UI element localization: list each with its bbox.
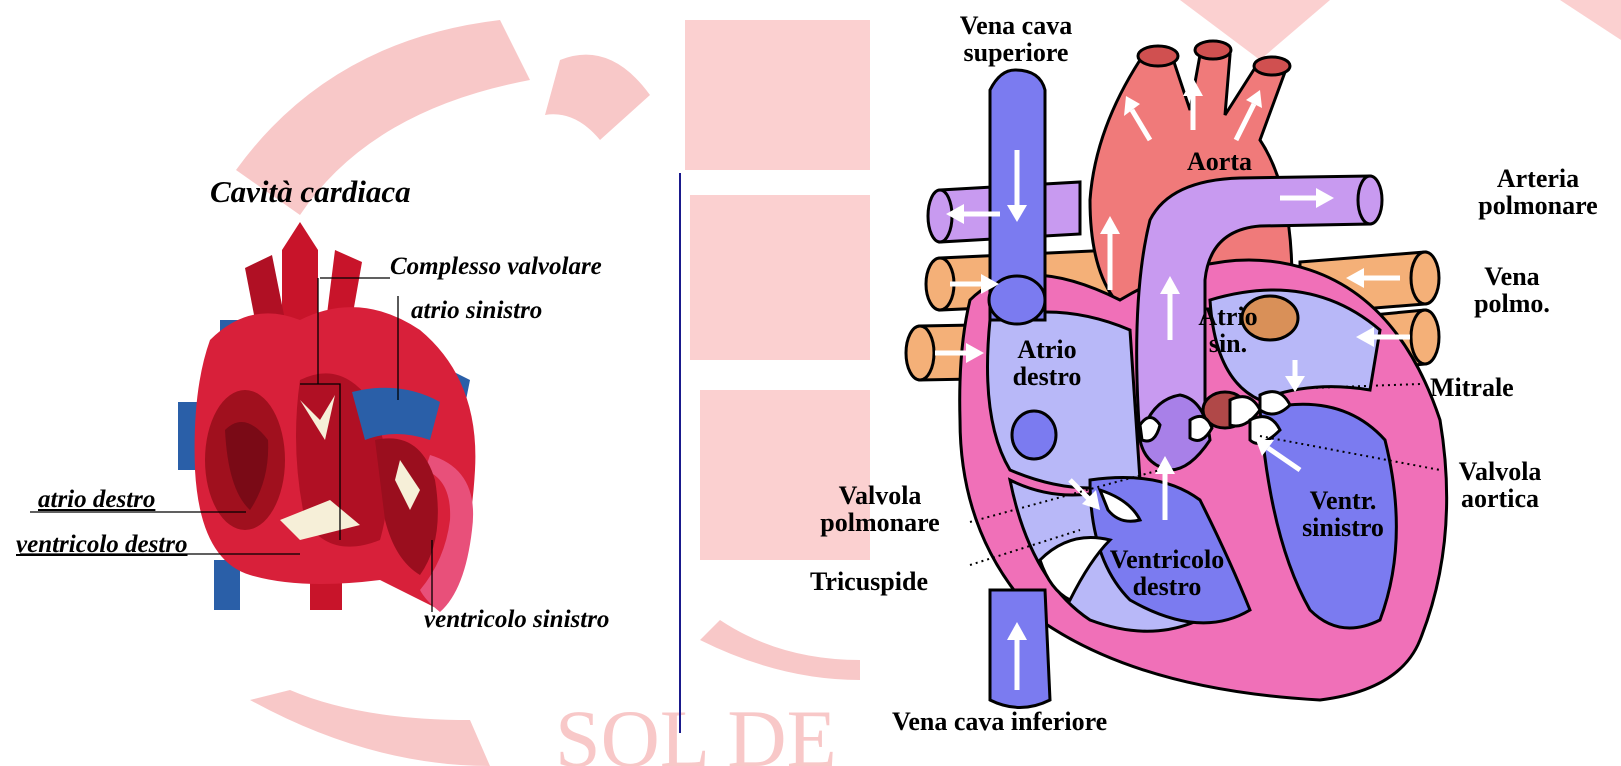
label-valvola-aortica: Valvola aortica [1440,458,1560,512]
label-tricuspide: Tricuspide [810,568,928,595]
label-complesso-valvolare: Complesso valvolare [390,253,602,281]
label-vena-cava-superiore: Vena cava superiore [936,12,1096,66]
label-ventricolo-destro-left: ventricolo destro [16,531,188,559]
label-valvola-polmonare: Valvola polmonare [800,482,960,536]
label-mitrale: Mitrale [1430,374,1514,401]
heart-cross-section [0,0,680,766]
label-atrio-destro: Atrio destro [1002,336,1092,390]
label-aorta: Aorta [1187,148,1252,175]
label-atrio-destro-left: atrio destro [38,486,155,514]
left-heart-diagram: Cavità cardiaca Complesso [0,0,680,766]
right-heart-diagram: Vena cava superiore Aorta Arteria polmon… [840,0,1621,766]
label-vena-polmo: Vena polmo. [1452,263,1572,317]
label-atrio-sin: Atrio sin. [1188,303,1268,357]
label-arteria-polmonare: Arteria polmonare [1458,165,1618,219]
label-ventricolo-destro: Ventricolo destro [1092,546,1242,600]
label-ventricolo-sinistro-left: ventricolo sinistro [424,606,609,634]
label-atrio-sinistro-left: atrio sinistro [411,297,542,325]
label-ventr-sinistro: Ventr. sinistro [1288,487,1398,541]
label-vena-cava-inferiore: Vena cava inferiore [892,708,1107,735]
